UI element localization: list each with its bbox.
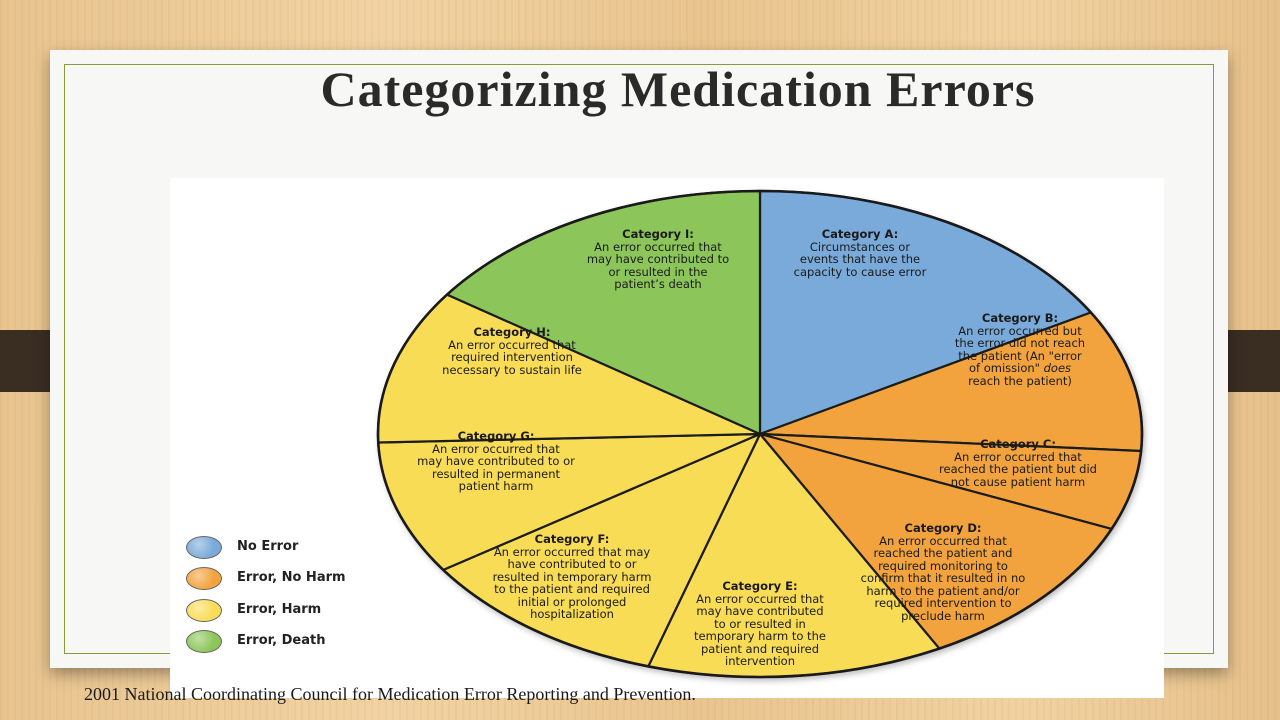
category-b-line: reach the patient)	[968, 373, 1072, 388]
category-b-line: of omission" does	[968, 361, 1072, 375]
legend-label: No Error	[237, 539, 299, 554]
category-c-line: An error occurred that	[954, 449, 1082, 464]
legend-item-error-no-harm: Error, No Harm	[186, 567, 386, 591]
category-i-line: or resulted in the	[608, 264, 708, 279]
legend-item-error-harm: Error, Harm	[186, 599, 386, 623]
category-a-line: events that have the	[799, 252, 921, 266]
category-f-line: resulted in temporary harm	[492, 569, 652, 584]
category-e-line: patient and required	[700, 641, 820, 656]
legend-item-no-error: No Error	[186, 536, 386, 560]
category-e-line: An error occurred that	[696, 591, 824, 606]
category-h-text: Category H: An error occurred that requi…	[422, 326, 602, 376]
legend-swatch	[186, 567, 222, 590]
category-i-line: may have contributed to	[586, 252, 730, 266]
category-g-line: An error occurred that	[432, 441, 560, 456]
slide: Categorizing Medication Errors Category …	[50, 50, 1228, 698]
legend-label: Error, Death	[237, 633, 326, 648]
wheel-outline	[376, 189, 1144, 679]
category-b-title: Category B:	[981, 311, 1059, 325]
legend-swatch	[186, 599, 222, 622]
category-h-line: An error occurred that	[448, 337, 576, 352]
category-a-line: capacity to cause error	[793, 264, 927, 279]
category-g-line: may have contributed to or	[417, 454, 575, 468]
category-d-line: confirm that it resulted in no	[860, 571, 1026, 585]
category-c-line: reached the patient but did	[939, 462, 1097, 476]
category-a-text: Category A: Circumstances or events that…	[770, 228, 950, 278]
category-e-title: Category E:	[722, 579, 798, 593]
category-wheel	[376, 189, 1144, 679]
category-e-text: Category E: An error occurred that may h…	[675, 580, 845, 668]
category-f-title: Category F:	[534, 532, 610, 546]
category-b-line: the error did not reach	[954, 336, 1086, 350]
category-wheel-panel: Category A: Circumstances or events that…	[170, 178, 1164, 698]
category-d-text: Category D: An error occurred that reach…	[836, 522, 1050, 622]
category-f-line: hospitalization	[530, 607, 614, 621]
category-i-line: patient’s death	[614, 277, 702, 291]
category-b-text: Category B: An error occurred but the er…	[927, 312, 1113, 387]
category-e-line: temporary harm to the	[694, 629, 826, 643]
legend-item-error-death: Error, Death	[186, 630, 386, 654]
category-d-line: preclude harm	[901, 608, 985, 623]
category-i-title: Category I:	[622, 227, 694, 241]
citation: 2001 National Coordinating Council for M…	[84, 684, 696, 704]
category-d-line: required intervention to	[874, 596, 1012, 610]
category-a-title: Category A:	[821, 227, 899, 241]
category-d-line: An error occurred that	[879, 533, 1007, 548]
category-d-line: required monitoring to	[878, 558, 1008, 573]
category-d-title: Category D:	[904, 521, 982, 535]
legend-swatch	[186, 630, 222, 653]
category-f-line: have contributed to or	[507, 557, 637, 571]
category-i-text: Category I: An error occurred that may h…	[568, 228, 748, 291]
category-i-line: An error occurred that	[594, 239, 722, 254]
category-c-title: Category C:	[980, 437, 1056, 451]
category-b-line: An error occurred but	[958, 323, 1082, 338]
category-f-text: Category F: An error occurred that may h…	[472, 533, 672, 621]
legend-label: Error, Harm	[237, 602, 322, 617]
category-c-line: not cause patient harm	[950, 474, 1086, 489]
category-g-text: Category G: An error occurred that may h…	[403, 430, 589, 493]
category-d-line: harm to the patient and/or	[866, 583, 1020, 598]
category-e-line: to or resulted in	[714, 616, 806, 631]
category-f-line: to the patient and required	[494, 582, 650, 596]
category-g-line: patient harm	[458, 479, 534, 493]
category-g-line: resulted in permanent	[431, 466, 561, 481]
category-f-line: initial or prolonged	[517, 594, 627, 609]
legend-label: Error, No Harm	[237, 570, 346, 585]
legend-swatch	[186, 536, 222, 559]
category-e-line: may have contributed	[696, 604, 824, 618]
category-e-line: intervention	[725, 654, 795, 668]
category-h-title: Category H:	[473, 325, 551, 339]
category-g-title: Category G:	[457, 429, 535, 443]
category-h-line: necessary to sustain life	[442, 362, 582, 377]
category-a-line: Circumstances or	[809, 239, 911, 254]
category-f-line: An error occurred that may	[493, 544, 651, 559]
category-b-line: the patient (An "error	[958, 348, 1082, 363]
category-c-text: Category C: An error occurred that reach…	[918, 438, 1118, 488]
slide-title: Categorizing Medication Errors	[320, 61, 1036, 117]
category-h-line: required intervention	[451, 350, 573, 364]
category-d-line: reached the patient and	[873, 546, 1013, 560]
